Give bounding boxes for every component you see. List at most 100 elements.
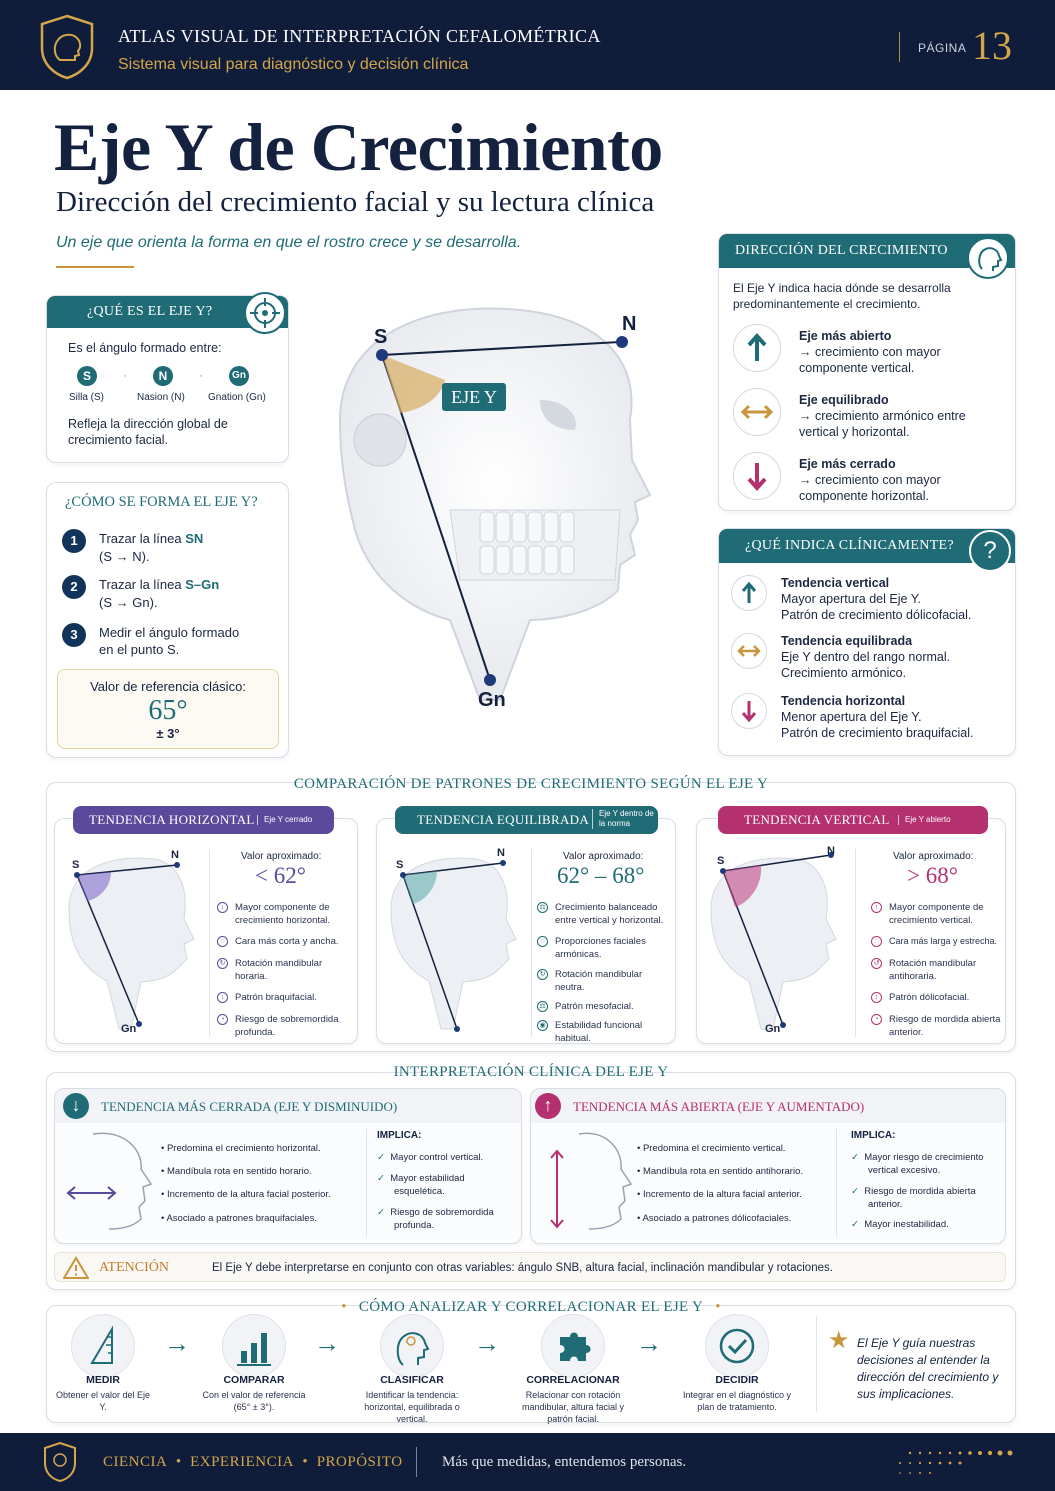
abierta-bullet-2-text: Mandíbula rota en sentido antihorario. [642,1166,803,1177]
bite-icon: ◔ [871,1014,882,1025]
pattern-1-point-n: N [171,849,179,861]
pattern-1-point-s: S [72,859,80,871]
abierta-bullet-2: • Mandíbula rota en sentido antihorario. [637,1166,803,1177]
abierta-bullet-3-text: Incremento de la altura facial anterior. [642,1189,802,1200]
direccion-title: DIRECCIÓN DEL CRECIMIENTO [735,243,948,258]
pattern-diagram-equilibrada [390,857,517,1032]
footer-value-3: PROPÓSITO [316,1454,403,1470]
pattern-3-item-4: Patrón dólicofacial. [889,992,970,1003]
arrow-up-icon [733,324,781,372]
arrow-right-icon: → [474,1328,500,1358]
star-icon: ★ [828,1327,850,1354]
page-number: 13 [972,23,1012,68]
title-ornament: • [715,1299,721,1315]
arrow-horizontal-icon [731,633,767,669]
clin-item-1-line1: Mayor apertura del Eje Y. [781,592,921,606]
face-icon: ◌ [217,936,228,947]
pattern-1-item-4: Patrón braquifacial. [235,992,317,1003]
pattern-2-item-2: Proporciones faciales armónicas. [555,936,646,960]
pattern-divider [855,849,856,1037]
abierta-bullet-1-text: Predomina el crecimiento vertical. [642,1143,786,1154]
clin-item-1-head: Tendencia vertical [781,576,890,590]
abierta-implica-3: ✓ Mayor inestabilidad. [851,1218,1001,1231]
arrow-up-icon: ↑ [871,992,882,1003]
cerrada-implica-3-text: Riesgo de sobremordida profunda. [390,1207,494,1231]
analizar-step-5-desc: Integrar en el diagnóstico y plan de tra… [682,1390,792,1412]
step-1-text: Trazar la línea SN [99,531,203,547]
step-2-label: Trazar la línea [99,577,186,592]
attention-label: ATENCIÓN [99,1260,169,1275]
abierta-bullet-1: • Predomina el crecimiento vertical. [637,1143,786,1154]
cerrada-implica-1-text: Mayor control vertical. [390,1152,484,1163]
pattern-3-item-5: Riesgo de mordida abierta anterior. [889,1014,1001,1038]
abierta-implica-label: IMPLICA: [851,1130,896,1141]
pattern-3-point-n: N [827,845,835,857]
step-1-label: Trazar la línea [99,531,186,546]
stability-icon: ◉ [537,1020,548,1031]
pattern-card-equilibrada: S N Valor aproximado: 62° – 68° ⚖ Crecim… [376,818,676,1044]
abierta-implica-3-text: Mayor inestabilidad. [864,1219,949,1230]
analizar-title: • CÓMO ANALIZAR Y CORRELACIONAR EL EJE Y… [46,1299,1016,1316]
arrow-up-icon [731,575,767,611]
diagram-point-n: N [622,313,637,335]
dot-separator: · [199,368,203,382]
step-1-highlight: SN [185,531,204,546]
rotation-icon: ↻ [217,958,228,969]
pattern-card-horizontal: S N Gn Valor aproximado: < 62° ↓ Mayor c… [54,818,358,1044]
point-badge-n: N [153,366,173,386]
check-icon: ✓ [851,1152,859,1163]
cerrada-bullet-2-text: Mandíbula rota en sentido horario. [166,1166,312,1177]
pattern-1-name: TENDENCIA HORIZONTAL [89,812,255,827]
arrow-right-icon: → [164,1328,190,1358]
dot-separator: · [123,368,127,382]
step-2-text: Trazar la línea S–Gn [99,577,219,593]
attention-text: El Eje Y debe interpretarse en conjunto … [212,1262,833,1274]
decorative-dots [899,1450,1013,1474]
abierta-bullet-4: • Asociado a patrones dólicofaciales. [637,1213,792,1224]
que-es-title: ¿QUÉ ES EL EJE Y? [87,304,213,319]
cerrada-bullet-2: • Mandíbula rota en sentido horario. [161,1166,312,1177]
face-profile-cerrada [66,1132,153,1230]
analizar-step-1-desc: Obtener el valor del Eje Y. [55,1390,151,1412]
pattern-3-item-1: Mayor componente de crecimiento vertical… [889,902,984,926]
dir-item-2-body: → crecimiento armónico entre vertical y … [799,409,966,439]
footer-logo-icon [44,1441,76,1483]
analizar-step-2-label: COMPARAR [223,1374,285,1386]
warning-icon [63,1256,89,1279]
check-icon: ✓ [377,1173,385,1184]
clin-item-3-line1: Menor apertura del Eje Y. [781,710,922,724]
cerrada-bullet-1-text: Predomina el crecimiento horizontal. [166,1143,321,1154]
step-3-text: Medir el ángulo formado [99,625,240,640]
como-forma-title: ¿CÓMO SE FORMA EL EJE Y? [65,494,258,510]
analizar-step-2-desc: Con el valor de referencia (65° ± 3°). [202,1390,306,1412]
footer-divider [416,1447,417,1477]
rotation-icon: ↺ [871,958,882,969]
analizar-step-4-desc: Relacionar con rotación mandibular, altu… [521,1390,625,1424]
check-icon: ✓ [851,1186,859,1197]
pattern-1-item-3: Rotación mandibular horaria. [235,958,323,982]
abierta-implica-2-text: Riesgo de mordida abierta anterior. [864,1186,976,1210]
pattern-diagram-horizontal [68,857,195,1030]
cerrada-bullet-3-text: Incremento de la altura facial posterior… [166,1189,331,1200]
check-icon: ✓ [377,1207,385,1218]
cerrada-implica-2-text: Mayor estabilidad esquelética. [390,1173,465,1197]
pattern-2-point-s: S [396,859,404,871]
head-profile-icon [967,237,1009,279]
arrow-down-icon [733,452,781,500]
page-footer: CIENCIA • EXPERIENCIA • PROPÓSITO Más qu… [0,1433,1055,1491]
footer-value-2: EXPERIENCIA [190,1454,294,1470]
step-2-sub: (S → Gn). [99,595,158,610]
arrow-down-icon: ↓ [217,992,228,1003]
cerrada-title: TENDENCIA MÁS CERRADA (EJE Y DISMINUIDO) [101,1099,398,1114]
reference-value: 65° [148,695,188,726]
analizar-step-1-label: MEDIR [86,1374,120,1386]
clinica-title: ¿QUÉ INDICA CLÍNICAMENTE? [745,538,954,553]
pattern-3-item-3: Rotación mandibular antihoraria. [889,958,977,982]
pattern-3-point-gn: Gn [765,1023,781,1035]
pattern-pill-vertical: TENDENCIA VERTICAL Eje Y abierto [718,806,988,834]
comparacion-title: COMPARACIÓN DE PATRONES DE CRECIMIENTO S… [293,776,769,792]
point-label-s: Silla (S) [69,392,105,403]
cerrada-bullet-3: • Incremento de la altura facial posteri… [161,1189,331,1200]
arrow-right-icon: → [314,1328,340,1358]
step-badge-3: 3 [62,623,86,647]
